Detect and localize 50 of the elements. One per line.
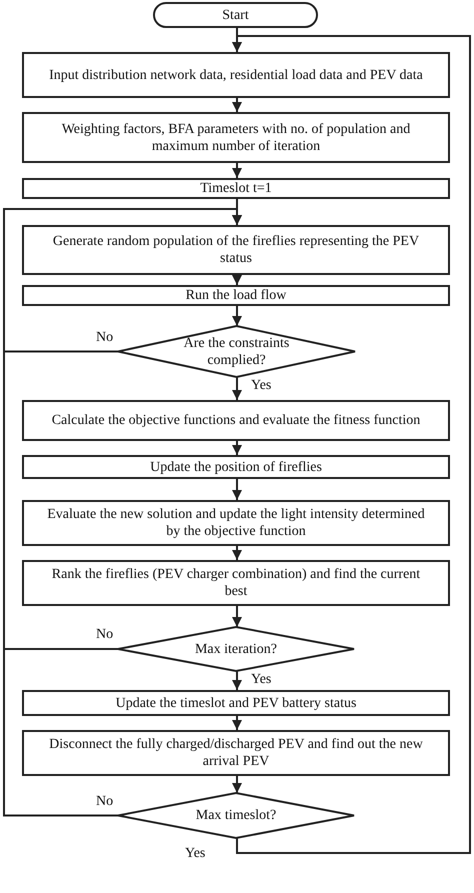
node-text: Are the constraints complied? [182,334,290,368]
arrow [232,35,471,854]
node-text: Input distribution network data, residential load data and PEV data [48,66,424,84]
arrow [232,479,242,500]
process-box [22,52,450,98]
arrow [232,306,242,326]
node-text: Update the position of fireflies [149,458,323,476]
node-text: Disconnect the fully charged/discharged PEV and find out the new arrival PEV [48,736,424,770]
node-text: Timeslot t=1 [199,180,273,197]
edge-label: Yes [185,846,206,862]
edge-label: No [96,627,114,643]
process-box [22,225,450,275]
arrow [232,776,242,793]
edge-label: Yes [251,672,272,688]
arrow [232,377,242,400]
node-text: Max timeslot? [194,807,278,824]
node-text: Run the load flow [184,287,288,304]
decision-diamond [118,326,355,377]
process-box [22,178,450,199]
node-text: Rank the fireflies (PEV charger combination) and find the current best [50,566,422,600]
process-box [22,400,450,441]
process-box [22,560,450,606]
arrow [232,163,242,178]
arrow [232,98,242,112]
edge-label: No [96,330,114,346]
node-text: Update the timeslot and PEV battery status [114,694,358,712]
process-box [22,285,450,306]
terminal-box [153,2,318,28]
decision-diamond [118,627,354,671]
decision-diamond [118,793,354,838]
node-text: Weighting factors, BFA parameters with no. of population and maximum number of iteration [60,120,412,154]
arrow [232,441,242,455]
node-text: Generate random population of the fireflies representing the PEV status [52,233,420,267]
arrow [232,275,242,285]
edge-label: Yes [251,378,272,394]
node-text: Start [221,6,250,24]
node-text: Evaluate the new solution and update the light intensity determined by the objective function [46,506,426,540]
node-text: Max iteration? [194,640,278,658]
node-text: Calculate the objective functions and evaluate the fitness function [50,412,422,429]
arrow [232,671,242,690]
arrow [232,546,242,560]
process-box [22,455,450,479]
edge-label: No [96,794,114,810]
process-box [22,730,450,776]
process-box [22,690,450,716]
arrow [3,208,242,816]
arrow [232,606,242,627]
arrow [232,716,242,730]
process-box [22,500,450,546]
process-box [22,112,450,163]
